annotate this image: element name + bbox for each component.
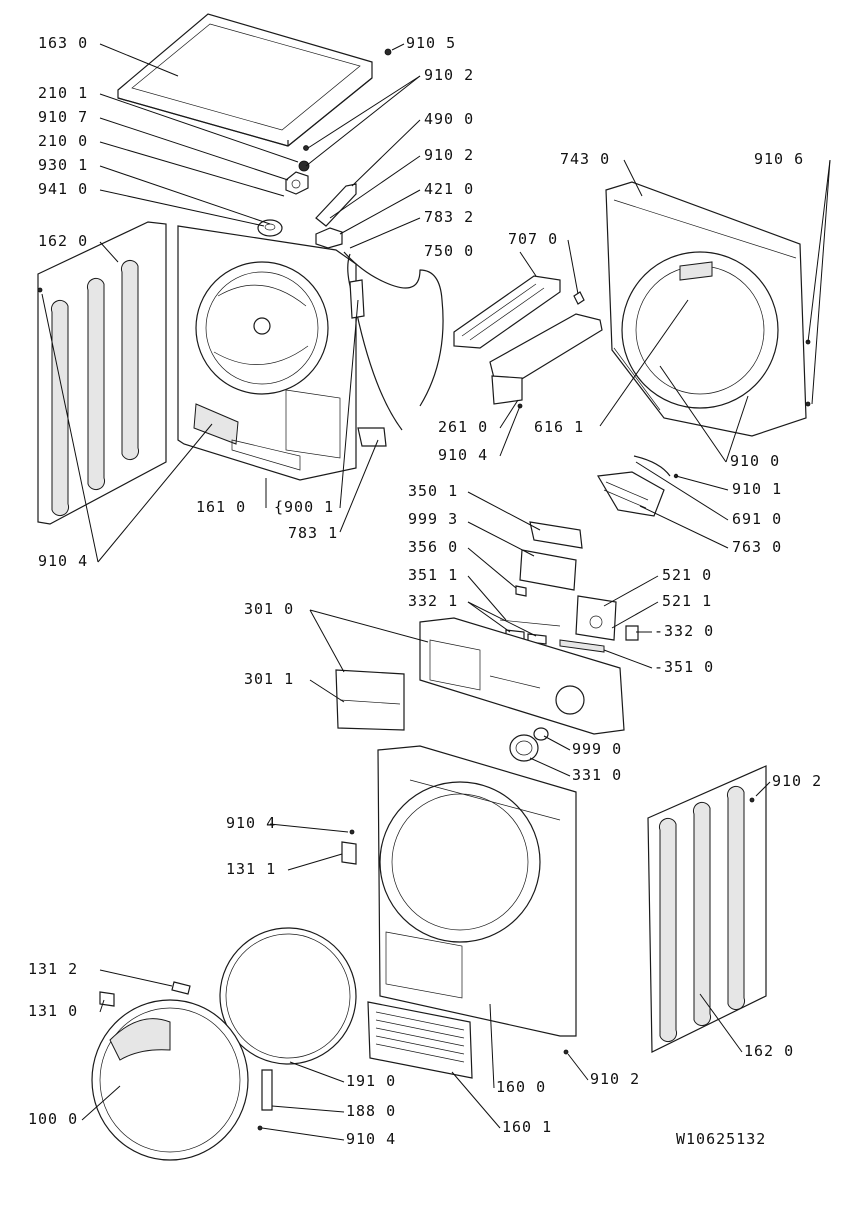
callout-910-4-left: 910 4 xyxy=(38,552,88,570)
callout-131-1: 131 1 xyxy=(226,860,276,878)
callout-616-1: 616 1 xyxy=(534,418,584,436)
callout-332-1: 332 1 xyxy=(408,592,458,610)
callout-910-2-top: 910 2 xyxy=(424,66,474,84)
part-knob xyxy=(509,727,549,762)
callout-162-0-left: 162 0 xyxy=(38,232,88,250)
callout-910-4-bottom: 910 4 xyxy=(346,1130,396,1148)
callout-910-6: 910 6 xyxy=(754,150,804,168)
callout-162-0-right: 162 0 xyxy=(744,1042,794,1060)
callout-131-0: 131 0 xyxy=(28,1002,78,1020)
part-door-seal xyxy=(219,927,357,1065)
callout-910-1: 910 1 xyxy=(732,480,782,498)
part-top-small-parts xyxy=(257,48,392,249)
callout-783-2: 783 2 xyxy=(424,208,474,226)
callout-691-0: 691 0 xyxy=(732,510,782,528)
callout-191-0: 191 0 xyxy=(346,1072,396,1090)
callout-750-0: 750 0 xyxy=(424,242,474,260)
callout-783-1: 783 1 xyxy=(288,524,338,542)
callout-910-2-bottom: 910 2 xyxy=(590,1070,640,1088)
part-condenser xyxy=(453,275,603,409)
callout-910-2-right: 910 2 xyxy=(772,772,822,790)
part-rear-frame xyxy=(605,181,811,437)
part-lint-filter xyxy=(597,455,679,517)
callout-910-5: 910 5 xyxy=(406,34,456,52)
callout-999-0: 999 0 xyxy=(572,740,622,758)
callout-910-2-b: 910 2 xyxy=(424,146,474,164)
part-hoses xyxy=(343,251,444,447)
callout-160-1: 160 1 xyxy=(502,1118,552,1136)
callout-743-0: 743 0 xyxy=(560,150,610,168)
callout-910-0: 910 0 xyxy=(730,452,780,470)
callout-188-0: 188 0 xyxy=(346,1102,396,1120)
callout-261-0: 261 0 xyxy=(438,418,488,436)
part-grille xyxy=(367,1001,473,1079)
callout-161-0: 161 0 xyxy=(196,498,246,516)
callout-131-2: 131 2 xyxy=(28,960,78,978)
callout-301-1: 301 1 xyxy=(244,670,294,688)
part-front-panel xyxy=(377,745,577,1037)
callout-421-0: 421 0 xyxy=(424,180,474,198)
callout-521-0: 521 0 xyxy=(662,566,712,584)
callout-332-0: -332 0 xyxy=(654,622,714,640)
callout-163-0: 163 0 xyxy=(38,34,88,52)
part-rear-panel xyxy=(177,225,357,481)
callout-763-0: 763 0 xyxy=(732,538,782,556)
callout-350-1: 350 1 xyxy=(408,482,458,500)
part-right-side-panel xyxy=(647,765,767,1053)
callout-160-0: 160 0 xyxy=(496,1078,546,1096)
callout-900-1: {900 1 xyxy=(274,498,334,516)
callout-910-4-front: 910 4 xyxy=(226,814,276,832)
callout-910-7: 910 7 xyxy=(38,108,88,126)
leader-lines xyxy=(41,43,831,1141)
callout-941-0: 941 0 xyxy=(38,180,88,198)
callout-999-3: 999 3 xyxy=(408,510,458,528)
callout-707-0: 707 0 xyxy=(508,230,558,248)
callout-301-0: 301 0 xyxy=(244,600,294,618)
callout-100-0: 100 0 xyxy=(28,1110,78,1128)
callout-521-1: 521 1 xyxy=(662,592,712,610)
callout-331-0: 331 0 xyxy=(572,766,622,784)
part-front-hardware xyxy=(99,829,569,1131)
document-code: W10625132 xyxy=(676,1130,766,1148)
callout-356-0: 356 0 xyxy=(408,538,458,556)
callout-930-1: 930 1 xyxy=(38,156,88,174)
callout-210-0: 210 0 xyxy=(38,132,88,150)
part-control-electronics xyxy=(499,521,639,653)
callout-210-1: 210 1 xyxy=(38,84,88,102)
callout-910-4-mid: 910 4 xyxy=(438,446,488,464)
callout-351-0: -351 0 xyxy=(654,658,714,676)
part-control-panel xyxy=(335,617,625,735)
callout-351-1: 351 1 xyxy=(408,566,458,584)
callout-490-0: 490 0 xyxy=(424,110,474,128)
part-door xyxy=(91,999,249,1161)
callout-labels: 163 0 910 5 210 1 910 2 910 7 490 0 210 … xyxy=(28,34,822,1148)
part-top-cover xyxy=(117,13,373,147)
part-left-side-panel xyxy=(37,221,167,525)
